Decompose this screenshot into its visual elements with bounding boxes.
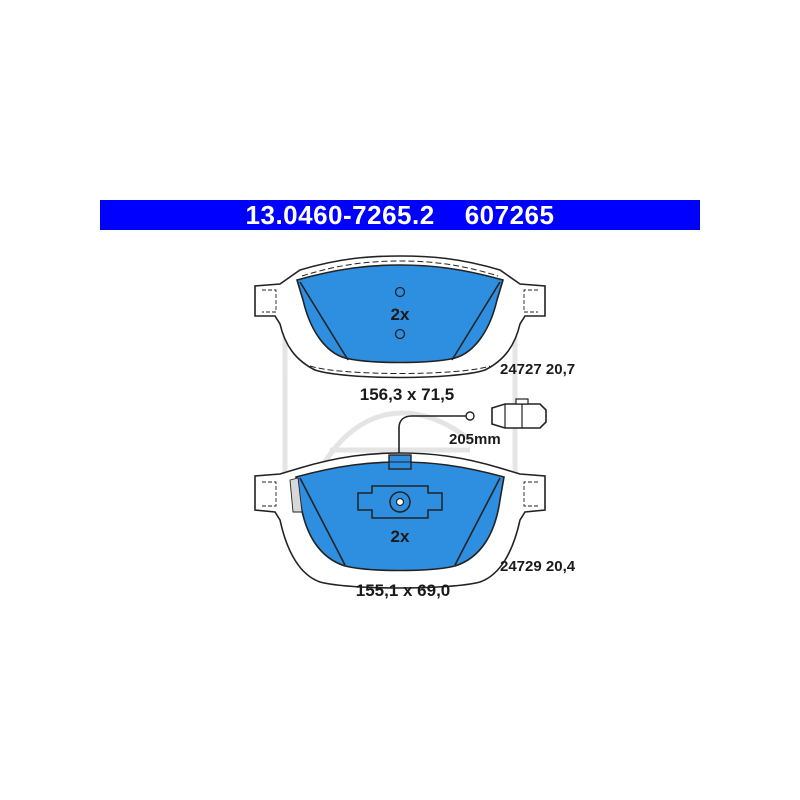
brake-pad-top: 2x [254, 255, 546, 379]
ear-left-bottom [262, 481, 277, 507]
wear-line-top [301, 260, 499, 277]
chamfer-left-bottom [299, 477, 346, 566]
chamfer-right-bottom [454, 477, 501, 566]
ear-right-bottom [523, 481, 538, 507]
header-banner: 13.0460-7265.2 607265 [100, 200, 700, 230]
quantity-label-top: 2x [391, 305, 410, 324]
chamfer-right-top [451, 281, 501, 361]
shim-hatch-left [289, 477, 303, 513]
brake-pad-bottom: 2x [254, 452, 546, 589]
sensor-wire-end [465, 411, 475, 421]
ear-right-top [523, 289, 538, 313]
ear-left-top [262, 289, 277, 313]
friction-material-top [295, 264, 505, 364]
chamfer-left-top [299, 281, 349, 361]
center-clip-hole [395, 497, 405, 507]
spec-label-top: 24727 20,7 [500, 361, 575, 378]
spec-label-bottom: 24729 20,4 [500, 558, 576, 575]
sensor-connector [491, 403, 547, 429]
pin-hole-upper [394, 286, 406, 298]
wear-sensor: 205mm [398, 398, 547, 455]
sensor-wire [398, 415, 466, 455]
pin-hole-lower [394, 328, 406, 340]
dimensions-label-top: 156,3 x 71,5 [360, 385, 455, 404]
sensor-length-label: 205mm [449, 431, 501, 448]
quantity-label-bottom: 2x [391, 527, 410, 546]
connector-clip [515, 398, 529, 405]
part-number: 13.0460-7265.2 [245, 199, 435, 230]
dimensions-label-bottom: 155,1 x 69,0 [356, 581, 451, 600]
plate-edge-dashed-top [309, 365, 491, 374]
reference-number: 607265 [464, 199, 555, 230]
header-text: 13.0460-7265.2 607265 [100, 200, 700, 230]
